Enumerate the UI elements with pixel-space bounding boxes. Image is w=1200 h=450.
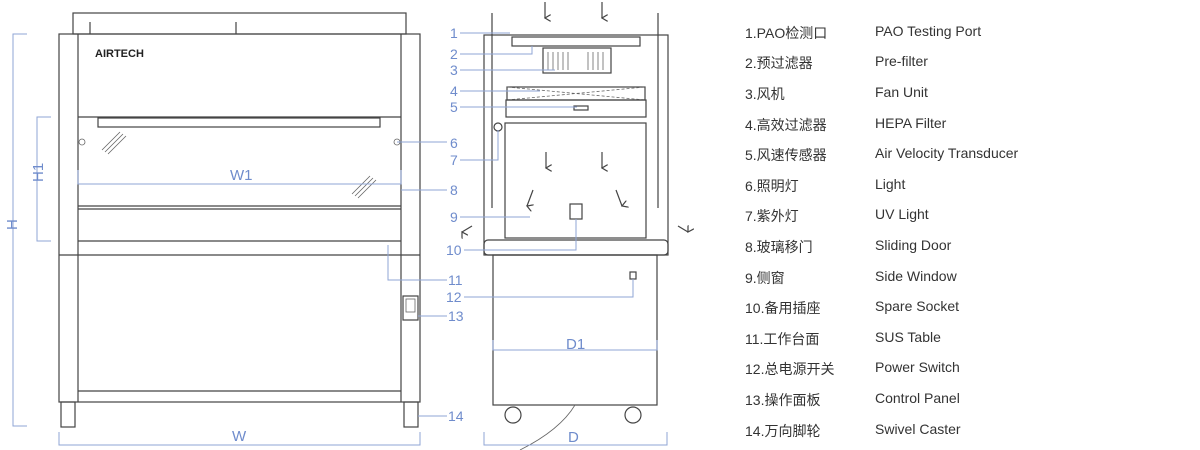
legend-en: Pre-filter	[875, 53, 928, 69]
legend-zh: 7.紫外灯	[745, 208, 799, 224]
legend-en: Control Panel	[875, 390, 960, 406]
callout-12: 12	[446, 289, 462, 305]
legend-en: SUS Table	[875, 329, 941, 345]
legend-zh: 13.操作面板	[745, 392, 821, 408]
legend-en: Air Velocity Transducer	[875, 145, 1019, 161]
dim-d1: D1	[566, 336, 585, 353]
dim-w1: W1	[230, 167, 253, 184]
callout-14: 14	[448, 408, 464, 424]
callout-5: 5	[450, 99, 458, 115]
dim-d: D	[568, 429, 579, 446]
legend-zh: 4.高效过滤器	[745, 117, 827, 133]
legend-en: Fan Unit	[875, 84, 928, 100]
side-view: D1 D	[460, 2, 688, 450]
legend-en: Spare Socket	[875, 298, 960, 314]
callout-10: 10	[446, 242, 462, 258]
callout-4: 4	[450, 83, 458, 99]
legend-en: HEPA Filter	[875, 115, 947, 131]
front-view: AIRTECH H H1 W1 W	[4, 12, 447, 446]
legend-zh: 12.总电源开关	[745, 361, 835, 377]
callout-6: 6	[450, 135, 458, 151]
legend-zh: 14.万向脚轮	[745, 423, 821, 439]
legend-zh: 1.PAO检测口	[745, 25, 828, 41]
legend-zh: 9.侧窗	[745, 270, 785, 286]
legend-zh: 6.照明灯	[745, 178, 799, 194]
callout-9: 9	[450, 209, 458, 225]
legend-zh: 5.风速传感器	[745, 147, 827, 163]
callout-13: 13	[448, 308, 464, 324]
callout-numbers: 1 2 3 4 5 6 7 8 9 10 11 12 13 14	[446, 25, 464, 424]
legend-zh: 10.备用插座	[745, 300, 821, 316]
callout-11: 11	[448, 272, 463, 288]
dim-h: H	[4, 219, 21, 230]
legend-en: UV Light	[875, 206, 929, 222]
legend-en: Swivel Caster	[875, 421, 961, 437]
callout-3: 3	[450, 62, 458, 78]
dim-h1: H1	[30, 163, 47, 182]
legend-zh: 8.玻璃移门	[745, 239, 813, 255]
brand-logo: AIRTECH	[95, 48, 144, 60]
legend-zh: 3.风机	[745, 86, 785, 102]
legend-en: Sliding Door	[875, 237, 952, 253]
legend-en: Light	[875, 176, 906, 192]
callout-1: 1	[450, 25, 458, 41]
legend-zh: 2.预过滤器	[745, 55, 813, 71]
callout-8: 8	[450, 182, 458, 198]
legend-zh: 11.工作台面	[745, 331, 820, 347]
legend-en: Power Switch	[875, 359, 960, 375]
dim-w: W	[232, 428, 247, 445]
callout-2: 2	[450, 46, 458, 62]
callout-7: 7	[450, 152, 458, 168]
legend-en: PAO Testing Port	[875, 23, 982, 39]
legend-en: Side Window	[875, 268, 957, 284]
